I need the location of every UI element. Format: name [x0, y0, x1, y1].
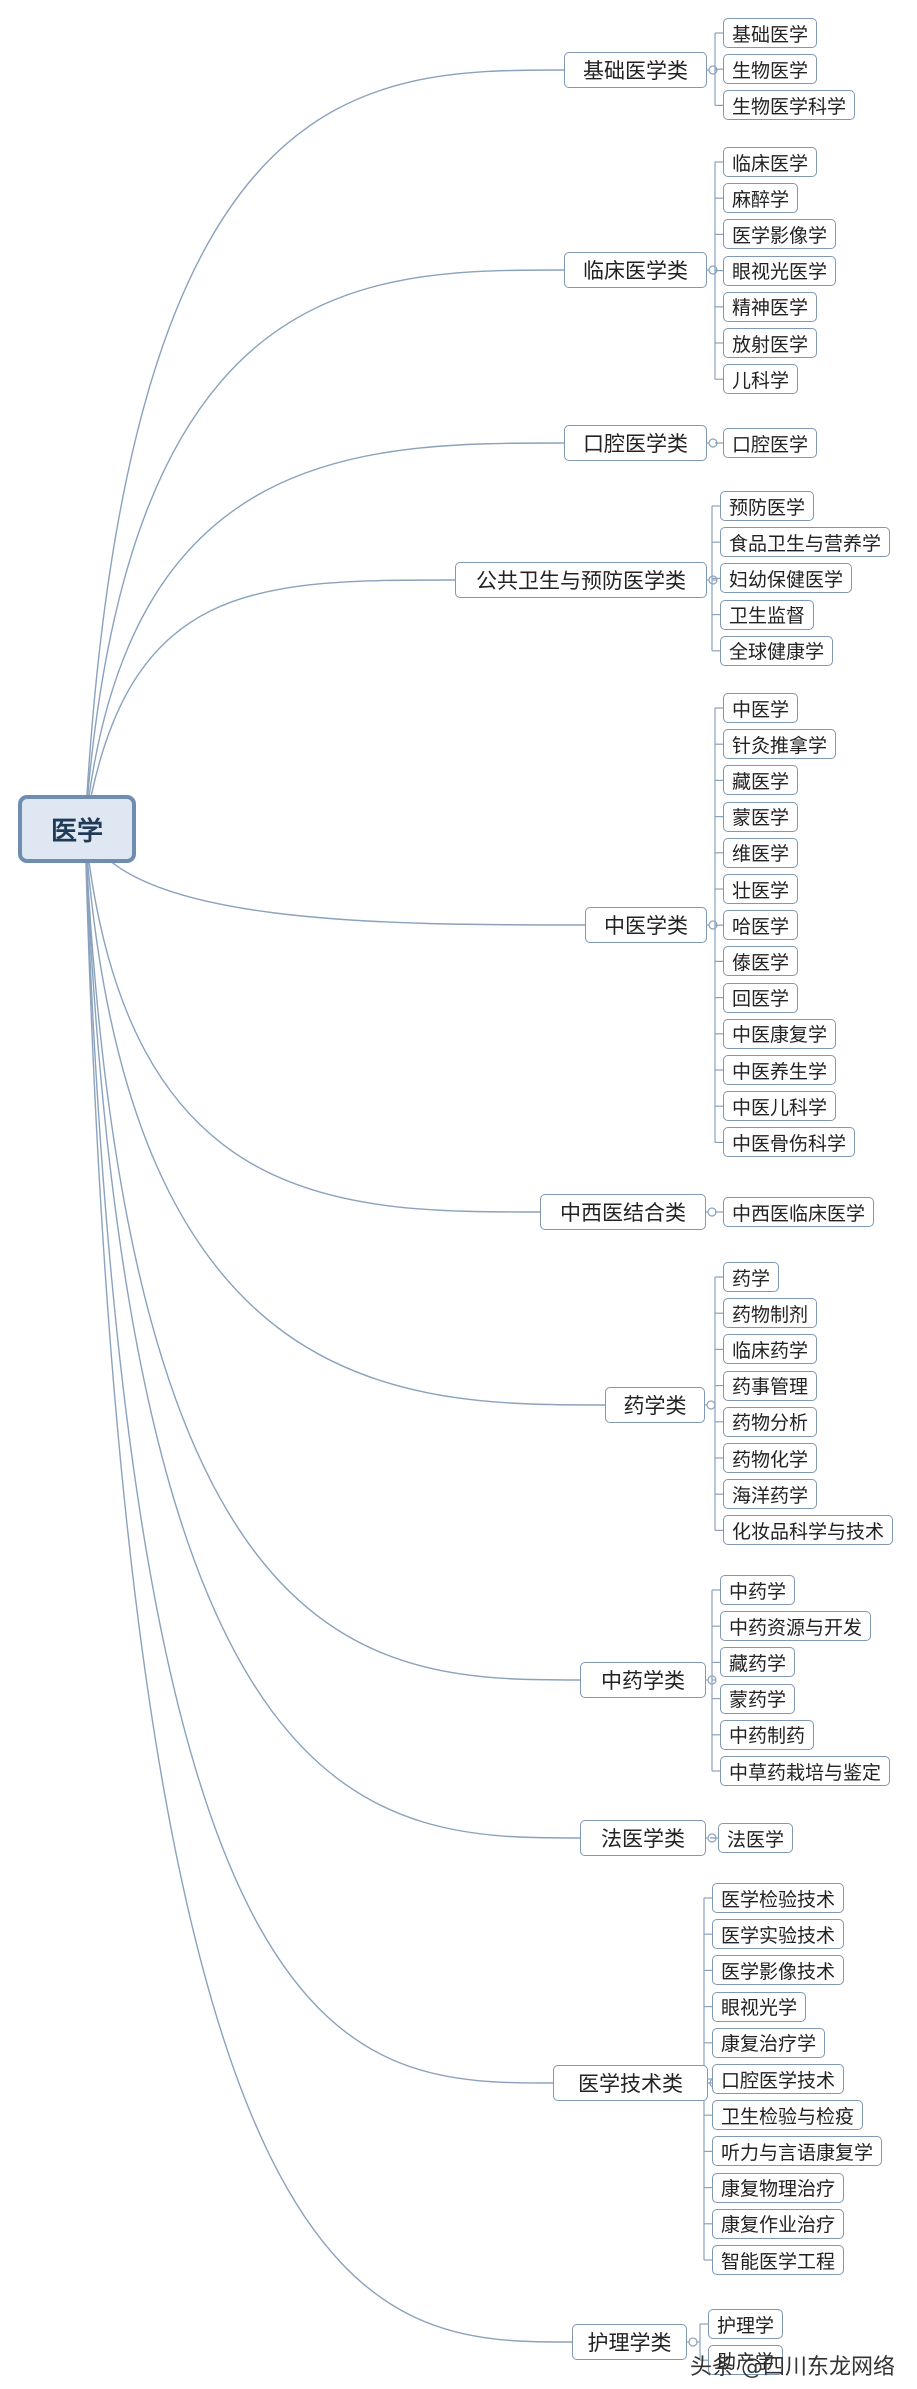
category-node: 护理学类 — [572, 2324, 687, 2360]
leaf-node: 卫生检验与检疫 — [712, 2100, 863, 2131]
leaf-node: 儿科学 — [723, 364, 798, 395]
leaf-node: 医学影像学 — [723, 219, 836, 250]
branch-curve — [84, 828, 581, 1839]
leaf-node: 中医骨伤科学 — [723, 1127, 855, 1158]
leaf-node: 药物分析 — [723, 1406, 817, 1437]
leaf-node: 傣医学 — [723, 946, 798, 977]
leaf-node: 中医养生学 — [723, 1055, 836, 1085]
leaf-node: 药物制剂 — [723, 1298, 817, 1329]
leaf-node: 针灸推拿学 — [723, 729, 836, 760]
branch-curve — [84, 828, 606, 1406]
leaf-node: 生物医学科学 — [723, 90, 855, 121]
leaf-node: 医学检验技术 — [712, 1883, 844, 1913]
leaf-node: 回医学 — [723, 982, 798, 1013]
leaf-node: 药事管理 — [723, 1370, 817, 1401]
leaf-node: 中医儿科学 — [723, 1091, 836, 1122]
leaf-node: 全球健康学 — [720, 635, 833, 666]
leaf-node: 藏医学 — [723, 765, 798, 796]
leaf-node: 医学影像技术 — [712, 1955, 844, 1986]
leaf-node: 维医学 — [723, 837, 798, 868]
leaf-node: 助产学 — [708, 2345, 783, 2376]
category-node: 药学类 — [605, 1387, 705, 1423]
leaf-node: 蒙药学 — [720, 1683, 795, 1714]
branch-curve — [84, 269, 565, 830]
leaf-node: 医学实验技术 — [712, 1919, 844, 1950]
leaf-node: 康复治疗学 — [712, 2027, 825, 2058]
leaf-node: 生物医学 — [723, 54, 817, 85]
branch-curve — [84, 69, 565, 830]
branch-curve — [84, 828, 581, 1681]
leaf-node: 临床医学 — [723, 147, 817, 177]
leaf-node: 化妆品科学与技术 — [723, 1515, 893, 1546]
leaf-node: 康复作业治疗 — [712, 2208, 844, 2239]
leaf-node: 中西医临床医学 — [723, 1197, 874, 1227]
leaf-node: 藏药学 — [720, 1647, 795, 1678]
branch-curve — [84, 828, 573, 2343]
branch-curve — [84, 828, 541, 1213]
category-node: 医学技术类 — [553, 2065, 708, 2101]
leaf-node: 法医学 — [718, 1823, 793, 1853]
branch-curve — [84, 828, 586, 926]
junction-dot — [688, 2337, 698, 2347]
leaf-node: 药学 — [723, 1262, 779, 1292]
leaf-node: 妇幼保健医学 — [720, 563, 852, 594]
root-node: 医学 — [18, 795, 136, 863]
branch-curve — [84, 828, 554, 2084]
category-node: 中药学类 — [580, 1662, 706, 1698]
category-node: 公共卫生与预防医学类 — [455, 562, 707, 598]
leaf-node: 海洋药学 — [723, 1479, 817, 1510]
watermark: 头条 @四川东龙网络 — [690, 2355, 895, 2380]
leaf-node: 眼视光学 — [712, 1991, 806, 2022]
leaf-node: 口腔医学 — [723, 428, 817, 458]
branch-curve — [84, 442, 565, 830]
leaf-node: 中药制药 — [720, 1719, 814, 1750]
leaf-node: 中药学 — [720, 1575, 795, 1605]
category-node: 中医学类 — [585, 907, 707, 943]
leaf-node: 精神医学 — [723, 291, 817, 322]
branch-curve — [84, 579, 456, 830]
leaf-node: 壮医学 — [723, 874, 798, 904]
leaf-node: 中草药栽培与鉴定 — [720, 1756, 890, 1786]
leaf-node: 智能医学工程 — [712, 2245, 844, 2275]
category-node: 基础医学类 — [564, 52, 707, 88]
leaf-node: 康复物理治疗 — [712, 2172, 844, 2203]
category-node: 口腔医学类 — [564, 425, 707, 461]
leaf-node: 基础医学 — [723, 18, 817, 48]
leaf-node: 蒙医学 — [723, 801, 798, 832]
leaf-node: 麻醉学 — [723, 183, 798, 214]
leaf-node: 眼视光医学 — [723, 255, 836, 286]
leaf-node: 中药资源与开发 — [720, 1611, 871, 1642]
leaf-node: 卫生监督 — [720, 599, 814, 630]
leaf-node: 听力与言语康复学 — [712, 2136, 882, 2167]
category-node: 中西医结合类 — [540, 1194, 706, 1230]
leaf-node: 护理学 — [708, 2309, 783, 2339]
leaf-node: 预防医学 — [720, 491, 814, 521]
leaf-node: 临床药学 — [723, 1334, 817, 1365]
junction-dot — [706, 1400, 716, 1410]
leaf-node: 放射医学 — [723, 328, 817, 358]
leaf-node: 中医学 — [723, 693, 798, 723]
leaf-node: 中医康复学 — [723, 1018, 836, 1049]
leaf-node: 哈医学 — [723, 910, 798, 941]
category-node: 法医学类 — [580, 1820, 706, 1856]
leaf-node: 药物化学 — [723, 1443, 817, 1473]
leaf-node: 口腔医学技术 — [712, 2064, 844, 2094]
category-node: 临床医学类 — [564, 252, 707, 288]
leaf-node: 食品卫生与营养学 — [720, 527, 890, 558]
junction-dot — [707, 1207, 717, 1217]
